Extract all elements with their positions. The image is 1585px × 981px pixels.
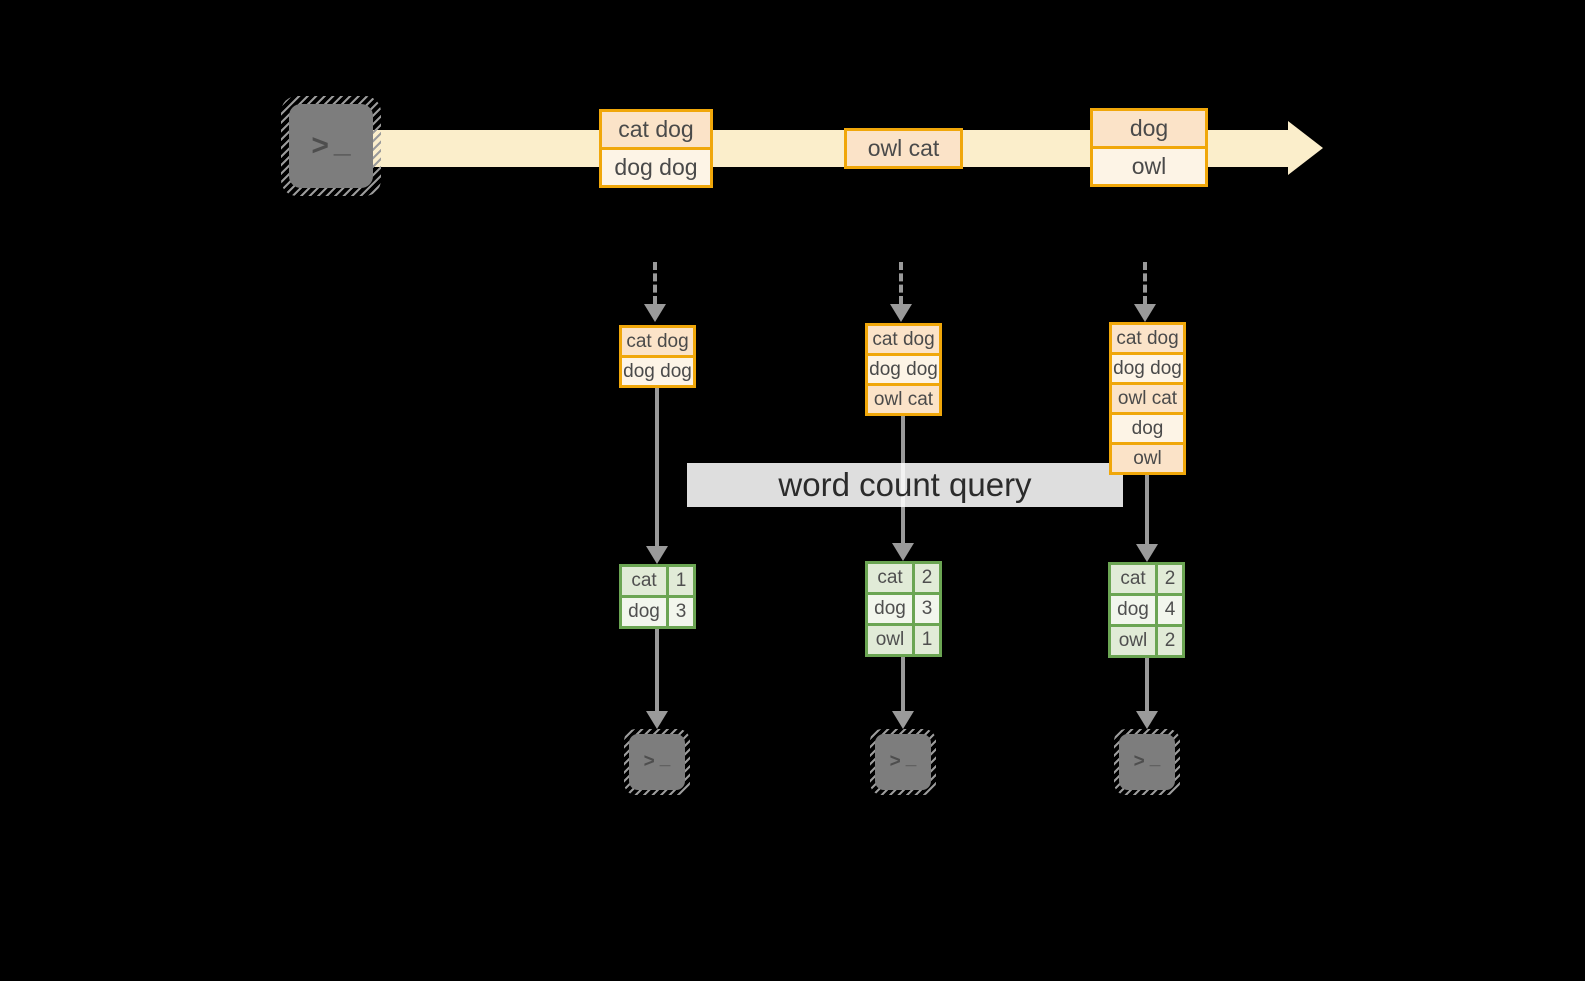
count-cell: 3 [915,595,939,623]
count-cell: 3 [669,598,693,626]
stream-event: dog dog [599,147,713,188]
stream-event: owl cat [844,128,963,169]
dashed-arrowhead-icon [890,304,912,322]
prompt-chevron-icon: > [311,129,329,162]
terminal-prompt-icon: > _ [875,734,931,790]
stream-arrowhead-icon [1288,121,1323,175]
query-banner-label: word count query [778,466,1032,503]
word-cell: cat [1111,565,1155,593]
prompt-cursor-icon: _ [659,748,671,769]
output-arrow-icon [1145,658,1149,711]
buffered-event: dog dog [1109,352,1186,385]
output-arrow-icon [655,629,659,711]
prompt-cursor-icon: _ [333,126,351,159]
stream-event: dog [1090,108,1208,149]
buffered-event: cat dog [865,323,942,356]
dashed-arrow-icon [899,262,903,304]
sink-terminal-icon: > _ [870,729,936,795]
buffered-event: owl cat [865,383,942,416]
query-arrowhead-icon [892,543,914,561]
stream-message-batch-2: owl cat [844,128,963,169]
count-table-3: cat 2 dog 4 owl 2 [1108,562,1185,658]
prompt-cursor-icon: _ [905,748,917,769]
event-buffer-2: cat dog dog dog owl cat [865,323,942,416]
count-cell: 1 [669,567,693,595]
prompt-chevron-icon: > [889,751,901,772]
query-arrowhead-icon [1136,544,1158,562]
buffered-event: owl cat [1109,382,1186,415]
buffered-event: dog dog [619,355,696,388]
stream-event: owl [1090,146,1208,187]
buffered-event: cat dog [1109,322,1186,355]
sink-terminal-icon: > _ [624,729,690,795]
prompt-chevron-icon: > [643,751,655,772]
output-arrowhead-icon [1136,711,1158,729]
stream-message-batch-3: dog owl [1090,108,1208,187]
word-cell: cat [868,564,912,592]
dashed-arrowhead-icon [1134,304,1156,322]
output-arrowhead-icon [892,711,914,729]
query-arrow-icon [1145,475,1149,544]
dashed-arrowhead-icon [644,304,666,322]
prompt-chevron-icon: > [1133,751,1145,772]
count-cell: 1 [915,626,939,654]
query-arrowhead-icon [646,546,668,564]
dashed-arrow-icon [653,262,657,304]
terminal-prompt-icon: > _ [629,734,685,790]
buffered-event: dog dog [865,353,942,386]
word-cell: dog [622,598,666,626]
terminal-prompt-icon: > _ [289,104,373,188]
count-cell: 4 [1158,596,1182,624]
word-cell: owl [1111,627,1155,655]
count-cell: 2 [915,564,939,592]
event-buffer-1: cat dog dog dog [619,325,696,388]
event-buffer-3: cat dog dog dog owl cat dog owl [1109,322,1186,475]
dashed-arrow-icon [1143,262,1147,304]
word-cell: owl [868,626,912,654]
terminal-prompt-icon: > _ [1119,734,1175,790]
count-cell: 2 [1158,565,1182,593]
output-arrowhead-icon [646,711,668,729]
word-cell: cat [622,567,666,595]
stream-message-batch-1: cat dog dog dog [599,109,713,188]
prompt-cursor-icon: _ [1149,748,1161,769]
buffered-event: dog [1109,412,1186,445]
count-table-2: cat 2 dog 3 owl 1 [865,561,942,657]
source-terminal-icon: > _ [281,96,381,196]
query-arrow-icon [655,388,659,546]
word-cell: dog [868,595,912,623]
query-banner: word count query [687,463,1123,507]
count-cell: 2 [1158,627,1182,655]
word-cell: dog [1111,596,1155,624]
sink-terminal-icon: > _ [1114,729,1180,795]
buffered-event: owl [1109,442,1186,475]
count-table-1: cat 1 dog 3 [619,564,696,629]
stream-event: cat dog [599,109,713,150]
output-arrow-icon [901,657,905,711]
buffered-event: cat dog [619,325,696,358]
